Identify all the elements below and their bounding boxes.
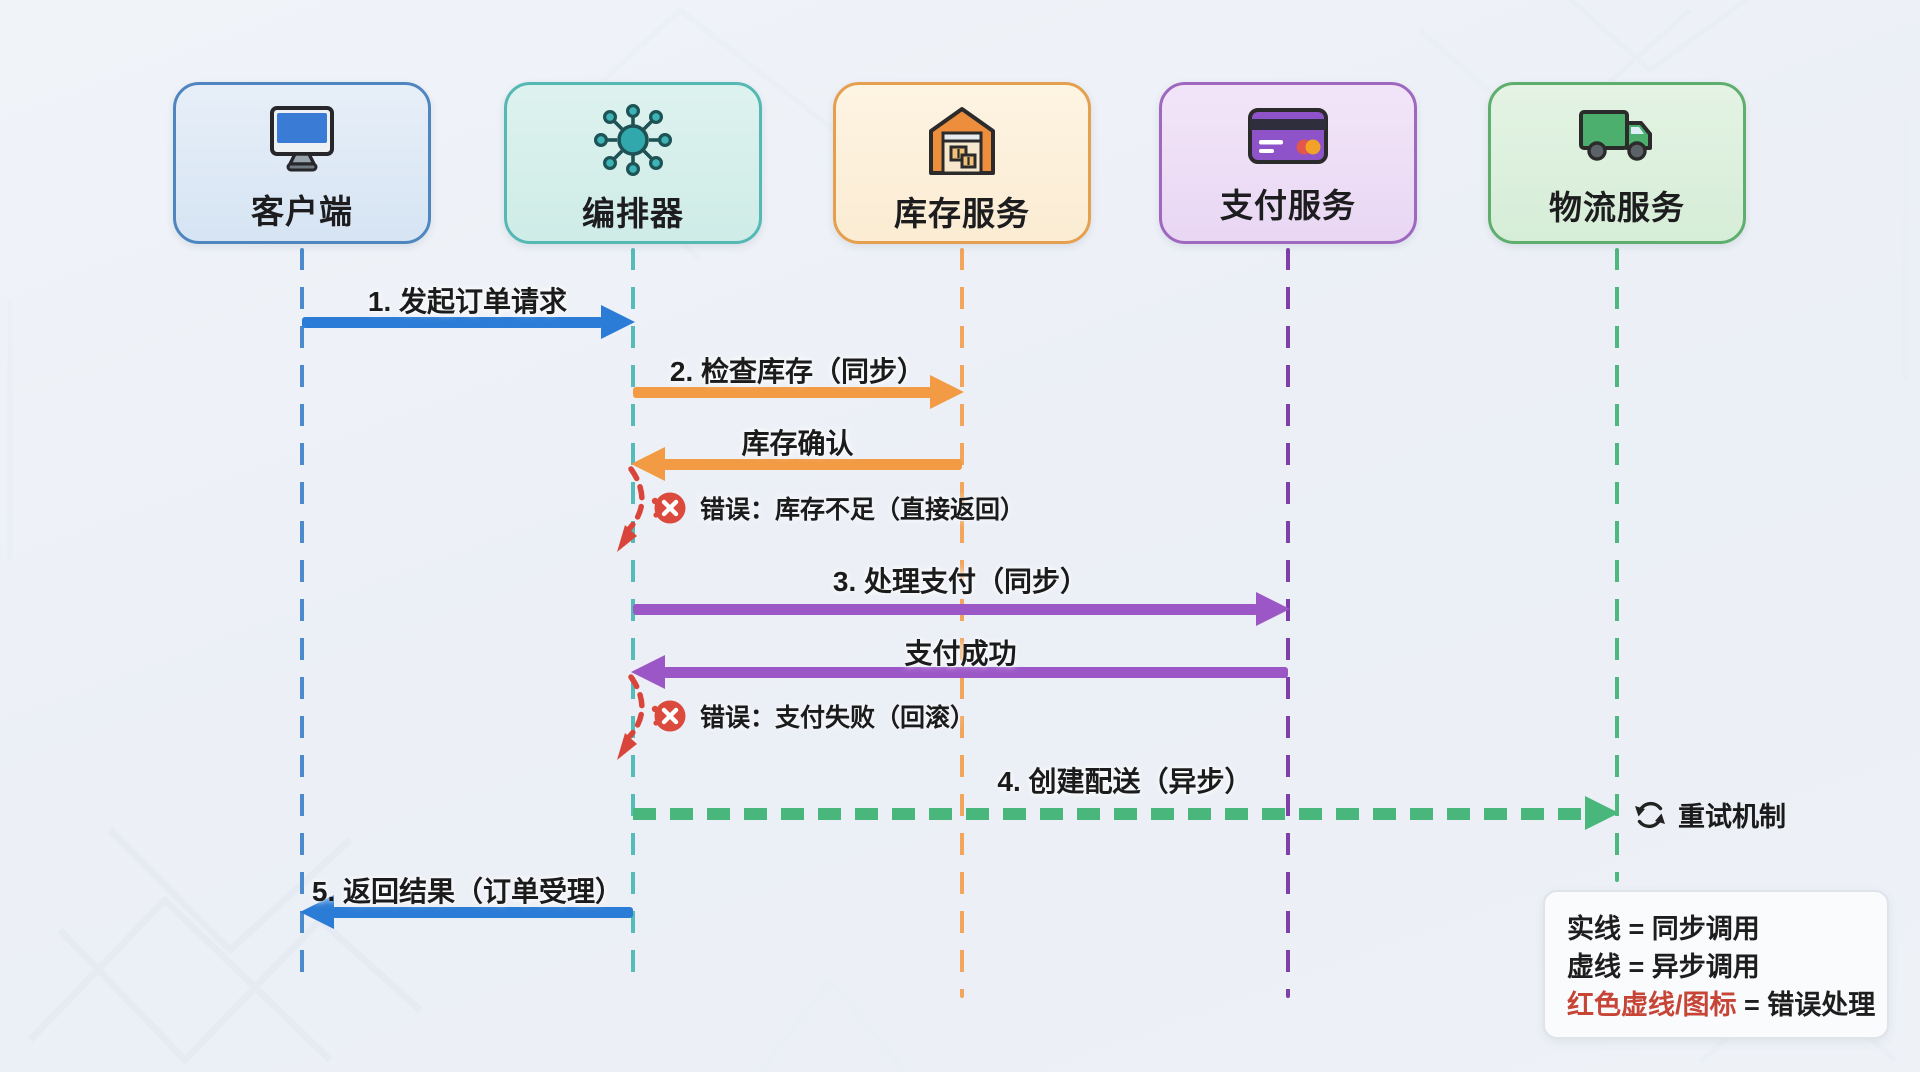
error-2-dashed-arrow xyxy=(617,674,645,760)
message-6-label: 4. 创建配送（异步） xyxy=(997,766,1253,797)
legend-solid-line: 实线 = 同步调用 xyxy=(1567,914,1760,944)
lifeline-inventory xyxy=(960,248,964,998)
truck-icon xyxy=(1579,110,1652,161)
actor-client: 客户端 xyxy=(173,82,431,244)
message-2-label: 2. 检查库存（同步） xyxy=(669,356,926,387)
message-4-arrow xyxy=(633,592,1290,626)
actor-payment-label: 支付服务 xyxy=(1220,187,1356,224)
actor-inventory: 库存服务 xyxy=(833,82,1091,244)
message-2-arrow xyxy=(633,375,964,409)
monitor-icon xyxy=(270,106,334,172)
message-3-label: 库存确认 xyxy=(741,428,854,459)
actor-logistics-label: 物流服务 xyxy=(1549,189,1685,226)
legend-error-red-text: 红色虚线/图标 xyxy=(1567,990,1737,1020)
actor-payment: 支付服务 xyxy=(1159,82,1417,244)
legend-dashed-line: 虚线 = 异步调用 xyxy=(1567,952,1760,982)
hub-icon xyxy=(593,103,672,176)
error-x-icon xyxy=(651,492,686,524)
credit-card-icon xyxy=(1248,108,1328,164)
actor-orchestrator-label: 编排器 xyxy=(582,195,684,232)
lifeline-client xyxy=(300,248,304,975)
error-1-row: 错误：库存不足（直接返回） xyxy=(650,489,1025,527)
actor-orchestrator: 编排器 xyxy=(504,82,762,244)
error-1-label: 错误：库存不足（直接返回） xyxy=(700,496,1026,524)
message-7-label: 5. 返回结果（订单受理） xyxy=(311,876,624,907)
retry-label: 重试机制 xyxy=(1678,802,1786,832)
retry-annotation: 重试机制 xyxy=(1632,795,1786,834)
warehouse-icon xyxy=(929,107,995,175)
lifeline-logistics xyxy=(1615,248,1619,882)
error-1-dashed-arrow xyxy=(617,466,645,552)
legend-box: 实线 = 同步调用 虚线 = 异步调用 红色虚线/图标 = 错误处理 xyxy=(1543,890,1889,1039)
message-6-arrow xyxy=(633,796,1619,830)
legend-error-line: 红色虚线/图标 = 错误处理 xyxy=(1567,986,1875,1024)
message-1-arrow xyxy=(302,305,635,339)
actor-client-label: 客户端 xyxy=(251,193,353,230)
error-x-icon xyxy=(651,700,686,732)
actor-inventory-label: 库存服务 xyxy=(894,195,1030,232)
message-1-label: 1. 发起订单请求 xyxy=(367,286,568,317)
message-5-label: 支付成功 xyxy=(904,638,1017,669)
error-2-label: 错误：支付失败（回滚） xyxy=(700,704,976,732)
legend-error-black-text: = 错误处理 xyxy=(1736,990,1876,1020)
actor-logistics: 物流服务 xyxy=(1488,82,1746,244)
refresh-icon xyxy=(1635,801,1665,828)
lifeline-orchestrator xyxy=(631,248,635,988)
error-2-row: 错误：支付失败（回滚） xyxy=(650,697,975,735)
message-4-label: 3. 处理支付（同步） xyxy=(832,566,1089,597)
